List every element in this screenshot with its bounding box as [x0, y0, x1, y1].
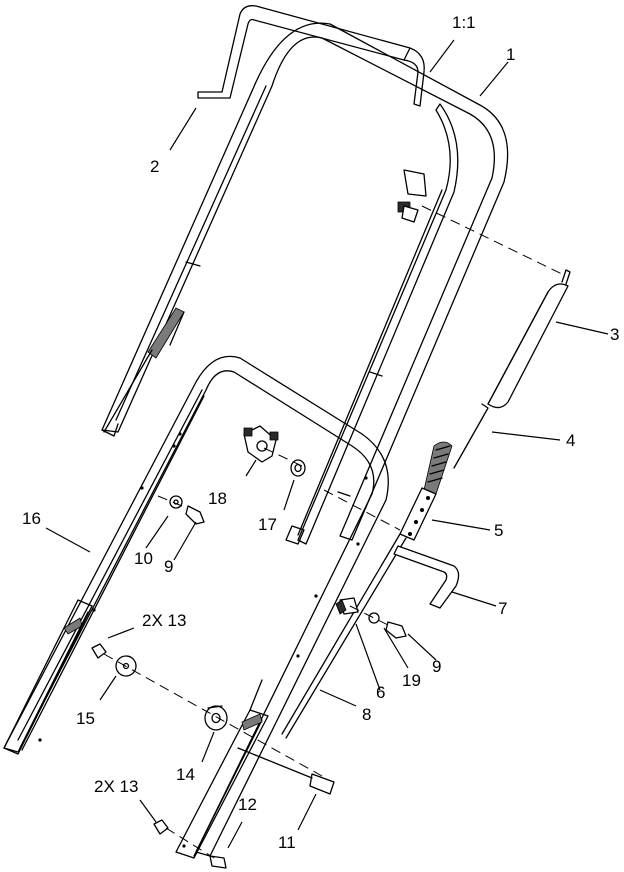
- label-9-left: 9: [164, 557, 173, 576]
- part-13-nut-upper: [91, 643, 107, 659]
- part-10-washer-left: [169, 495, 183, 509]
- label-2: 2: [150, 157, 159, 176]
- callout-labels: 1:1 1 2 3 4 5 6 7 8 9 9 10 11 12 2X 13 2…: [22, 13, 619, 852]
- part-5-plate: [399, 487, 437, 541]
- part-12-bolt: [209, 855, 227, 869]
- part-18-knob: [243, 425, 279, 463]
- part-16-lower-handle: [3, 355, 389, 859]
- label-13-upper: 2X 13: [142, 611, 186, 630]
- label-13-lower: 2X 13: [94, 777, 138, 796]
- part-1-upper-handle: [101, 22, 509, 545]
- part-9-bolt-left: [185, 505, 205, 525]
- part-8-cable: [281, 533, 407, 739]
- label-11: 11: [278, 833, 296, 852]
- label-17: 17: [258, 515, 277, 534]
- label-6: 6: [376, 683, 385, 702]
- part-11-bolt: [237, 747, 335, 795]
- part-14-spacer: [204, 705, 228, 731]
- cable-bracket: [397, 169, 427, 223]
- label-4: 4: [566, 431, 575, 450]
- leader-lines: [45, 39, 609, 849]
- label-8: 8: [362, 705, 371, 724]
- part-17-washer: [290, 459, 306, 477]
- label-19: 19: [402, 671, 421, 690]
- part-4-spring: [423, 403, 489, 497]
- part-2-bail: [197, 5, 425, 107]
- label-10: 10: [134, 549, 153, 568]
- label-16: 16: [22, 509, 41, 528]
- assembly-lines: [103, 205, 567, 859]
- label-15: 15: [76, 709, 95, 728]
- part-7-rod: [393, 545, 460, 609]
- part-9-bolt-right: [385, 621, 407, 639]
- label-3: 3: [610, 325, 619, 344]
- label-9-right: 9: [432, 657, 441, 676]
- part-3-grip: [487, 269, 571, 409]
- label-scale: 1:1: [452, 13, 476, 32]
- label-18: 18: [208, 489, 227, 508]
- part-13-nut-lower: [153, 819, 169, 835]
- part-19-washer: [368, 612, 380, 624]
- label-1: 1: [506, 45, 515, 64]
- label-5: 5: [494, 521, 503, 540]
- label-7: 7: [498, 599, 507, 618]
- part-6-clamp: [335, 597, 359, 615]
- label-14: 14: [176, 765, 195, 784]
- label-12: 12: [238, 795, 257, 814]
